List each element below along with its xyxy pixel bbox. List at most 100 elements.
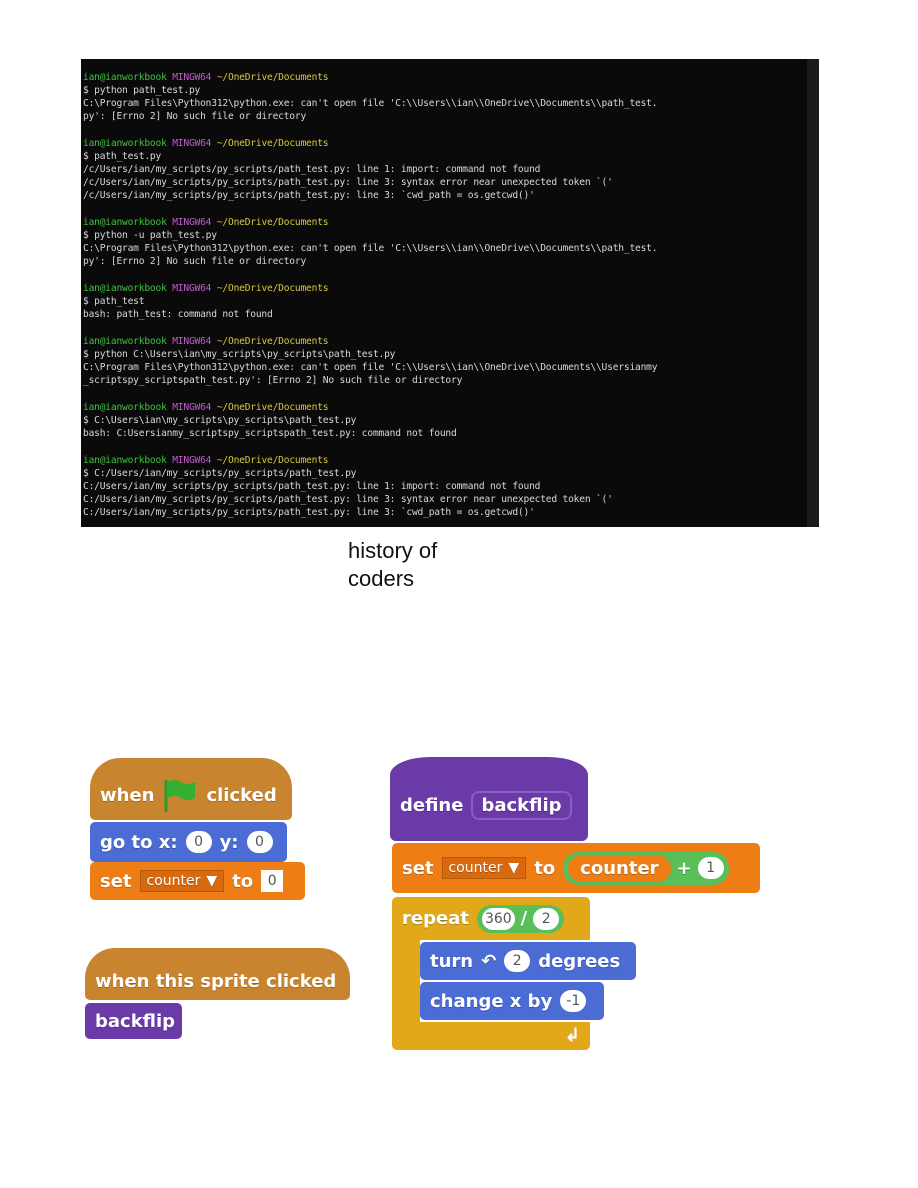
divisor-input[interactable]: 2 (533, 907, 560, 930)
prompt-line: ian@ianworkbook MINGW64 ~/OneDrive/Docum… (83, 137, 657, 150)
blank-line (83, 321, 657, 335)
prompt-host: MINGW64 (172, 72, 212, 83)
go-to-xy-block: go to x: 0 y: 0 (90, 822, 287, 862)
block-text: when (100, 784, 155, 806)
block-text: set (402, 857, 434, 879)
when-sprite-clicked-block: when this sprite clicked (85, 948, 350, 1000)
output-line: C:/Users/ian/my_scripts/py_scripts/path_… (83, 481, 541, 492)
prompt-user: ian@ianworkbook (83, 455, 167, 466)
dividend-input[interactable]: 360 (481, 907, 515, 930)
when-flag-clicked-block: when clicked (90, 758, 292, 820)
command-line: $ C:\Users\ian\my_scripts\py_scripts\pat… (83, 415, 357, 426)
output-line: bash: path_test: command not found (83, 309, 273, 320)
caption-line-1: history of (348, 538, 438, 563)
rotate-left-icon: ↶ (481, 950, 497, 972)
output-line: /c/Users/ian/my_scripts/py_scripts/path_… (83, 177, 613, 188)
repeat-header: repeat 360 / 2 (392, 897, 574, 940)
dropdown-value: counter (146, 873, 201, 889)
blank-line (83, 519, 657, 527)
addend-input[interactable]: 1 (697, 857, 724, 879)
command-line: $ path_test (83, 296, 145, 307)
add-operator: counter + 1 (563, 851, 729, 885)
block-text: define (400, 794, 464, 816)
prompt-line: ian@ianworkbook MINGW64 ~/OneDrive/Docum… (83, 401, 657, 414)
command-line: $ python -u path_test.py (83, 230, 217, 241)
output-line: /c/Users/ian/my_scripts/py_scripts/path_… (83, 190, 535, 201)
loop-arrow-icon: ↲ (564, 1025, 580, 1045)
command-line: $ python path_test.py (83, 85, 201, 96)
custom-block-prototype: backflip (471, 790, 572, 820)
output-line: py': [Errno 2] No such file or directory (83, 256, 307, 267)
prompt-line: ian@ianworkbook MINGW64 ~/OneDrive/Docum… (83, 216, 657, 229)
backflip-call-block: backflip (85, 1003, 182, 1039)
dropdown-value: counter (448, 860, 503, 876)
variable-dropdown[interactable]: counter ▼ (441, 857, 527, 879)
prompt-host: MINGW64 (172, 217, 212, 228)
prompt-user: ian@ianworkbook (83, 72, 167, 83)
output-line: C:\Program Files\Python312\python.exe: c… (83, 98, 658, 109)
block-text: clicked (206, 784, 277, 806)
block-text: + (676, 857, 692, 879)
blank-line (83, 387, 657, 401)
command-line: $ path_test.py (83, 151, 162, 162)
output-line: py': [Errno 2] No such file or directory (83, 111, 307, 122)
prompt-path: ~/OneDrive/Documents (216, 217, 329, 228)
change-x-block: change x by -1 (420, 982, 604, 1020)
value-input[interactable]: 0 (261, 870, 284, 892)
block-text: to (232, 870, 254, 892)
block-text: / (520, 908, 528, 929)
block-text: go to x: (100, 831, 178, 853)
block-text: set (100, 870, 132, 892)
green-flag-icon (164, 780, 196, 812)
prompt-path: ~/OneDrive/Documents (216, 336, 329, 347)
prompt-path: ~/OneDrive/Documents (216, 455, 329, 466)
x-input[interactable]: 0 (185, 831, 212, 853)
block-text: repeat (402, 908, 469, 929)
prompt-path: ~/OneDrive/Documents (216, 72, 329, 83)
prompt-line: ian@ianworkbook MINGW64 ~/OneDrive/Docum… (83, 454, 657, 467)
prompt-host: MINGW64 (172, 138, 212, 149)
command-line: $ C:/Users/ian/my_scripts/py_scripts/pat… (83, 468, 357, 479)
define-backflip-block: define backflip (390, 757, 588, 841)
block-text: to (534, 857, 556, 879)
output-line: C:\Program Files\Python312\python.exe: c… (83, 362, 658, 373)
change-input[interactable]: -1 (560, 990, 587, 1012)
prompt-user: ian@ianworkbook (83, 138, 167, 149)
degrees-input[interactable]: 2 (504, 950, 531, 972)
caption-line-2: coders (348, 566, 415, 591)
prompt-host: MINGW64 (172, 455, 212, 466)
prompt-line: ian@ianworkbook MINGW64 ~/OneDrive/Docum… (83, 335, 657, 348)
prompt-line: ian@ianworkbook MINGW64 ~/OneDrive/Docum… (83, 282, 657, 295)
terminal-output: ian@ianworkbook MINGW64 ~/OneDrive/Docum… (83, 71, 658, 527)
terminal-screenshot: ian@ianworkbook MINGW64 ~/OneDrive/Docum… (81, 59, 819, 527)
command-line: $ python C:\Users\ian\my_scripts\py_scri… (83, 349, 396, 360)
output-line: bash: C:Usersianmy_scriptspy_scriptspath… (83, 428, 457, 439)
blank-line (83, 268, 657, 282)
block-text: backflip (95, 1010, 176, 1032)
divide-operator: 360 / 2 (476, 904, 565, 933)
prompt-user: ian@ianworkbook (83, 402, 167, 413)
blank-line (83, 202, 657, 216)
set-variable-block: set counter▼ to 0 (90, 862, 305, 900)
prompt-host: MINGW64 (172, 336, 212, 347)
output-line: C:\Program Files\Python312\python.exe: c… (83, 243, 658, 254)
block-text: turn (430, 950, 474, 972)
block-text: when this sprite clicked (95, 970, 337, 992)
prompt-line: ian@ianworkbook MINGW64 ~/OneDrive/Docum… (83, 71, 657, 84)
variable-dropdown[interactable]: counter▼ (139, 870, 225, 892)
prompt-host: MINGW64 (172, 402, 212, 413)
block-text: y: (219, 831, 239, 853)
output-line: _scriptspy_scriptspath_test.py': [Errno … (83, 375, 463, 386)
prompt-path: ~/OneDrive/Documents (216, 283, 329, 294)
y-input[interactable]: 0 (246, 831, 273, 853)
prompt-path: ~/OneDrive/Documents (216, 402, 329, 413)
prompt-host: MINGW64 (172, 283, 212, 294)
set-counter-block: set counter ▼ to counter + 1 (392, 843, 760, 893)
output-line: C:/Users/ian/my_scripts/py_scripts/path_… (83, 494, 613, 505)
terminal-scrollbar (807, 59, 819, 527)
block-text: change x by (430, 990, 553, 1012)
caption: history of coders (348, 537, 437, 593)
dropdown-arrow-icon: ▼ (508, 860, 520, 876)
blank-line (83, 123, 657, 137)
prompt-user: ian@ianworkbook (83, 336, 167, 347)
